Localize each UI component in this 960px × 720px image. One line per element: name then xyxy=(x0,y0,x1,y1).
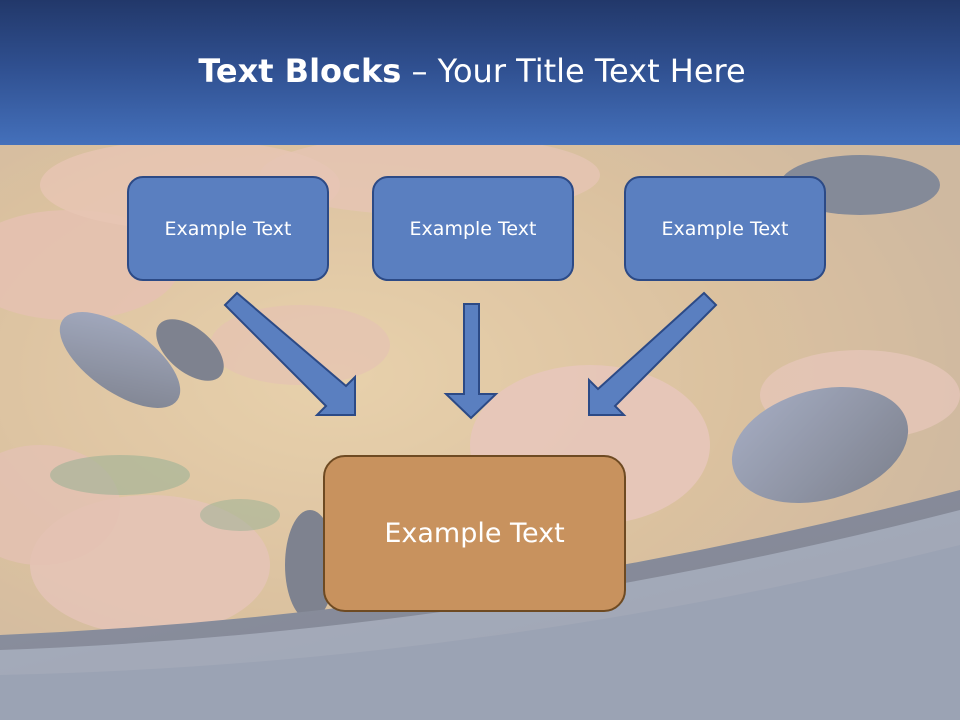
arrow-left xyxy=(223,291,356,416)
text-block-2: Example Text xyxy=(372,176,574,281)
text-block-3: Example Text xyxy=(624,176,826,281)
slide-title: Text Blocks – Your Title Text Here xyxy=(0,52,944,90)
title-dash: – xyxy=(411,52,428,90)
text-block-1: Example Text xyxy=(127,176,329,281)
result-block: Example Text xyxy=(323,455,626,612)
arrow-right xyxy=(588,291,718,416)
arrow-center xyxy=(443,303,499,420)
title-rest: Your Title Text Here xyxy=(437,52,746,90)
title-bar: Text Blocks – Your Title Text Here xyxy=(0,0,960,145)
title-bold-part: Text Blocks xyxy=(198,52,402,90)
